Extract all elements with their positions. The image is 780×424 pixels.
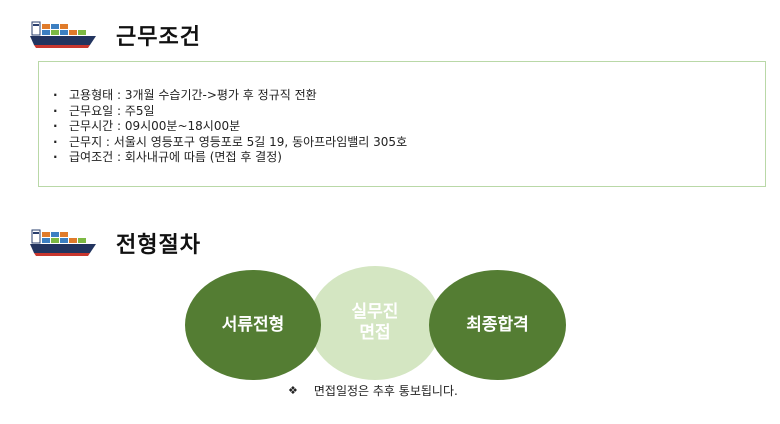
step-label: 실무진 면접 bbox=[351, 302, 399, 343]
step-practical-interview: 실무진 면접 bbox=[309, 266, 441, 380]
work-conditions-box: 고용형태 : 3개월 수습기간->평가 후 정규직 전환 근무요일 : 주5일 … bbox=[38, 61, 766, 187]
diamond-bullet-icon: ❖ bbox=[288, 384, 298, 397]
section-header-selection-process: 전형절차 bbox=[28, 226, 201, 260]
work-conditions-list: 고용형태 : 3개월 수습기간->평가 후 정규직 전환 근무요일 : 주5일 … bbox=[39, 62, 765, 166]
list-item: 급여조건 : 회사내규에 따름 (면접 후 결정) bbox=[53, 150, 765, 166]
step-final-acceptance: 최종합격 bbox=[429, 270, 566, 380]
list-item: 근무지 : 서울시 영등포구 영등포로 5길 19, 동아프라임밸리 305호 bbox=[53, 135, 765, 151]
list-item: 고용형태 : 3개월 수습기간->평가 후 정규직 전환 bbox=[53, 88, 765, 104]
cargo-ship-icon bbox=[30, 229, 96, 256]
cargo-ship-icon bbox=[30, 21, 96, 48]
note-text: 면접일정은 추후 통보됩니다. bbox=[313, 384, 458, 398]
section-header-work-conditions: 근무조건 bbox=[28, 18, 201, 52]
list-item: 근무시간 : 09시00분~18시00분 bbox=[53, 119, 765, 135]
list-item: 근무요일 : 주5일 bbox=[53, 104, 765, 120]
step-document-screening: 서류전형 bbox=[185, 270, 321, 380]
section-title: 근무조건 bbox=[116, 25, 201, 50]
interview-schedule-note: ❖ 면접일정은 추후 통보됩니다. bbox=[288, 382, 458, 399]
section-title: 전형절차 bbox=[116, 233, 201, 258]
